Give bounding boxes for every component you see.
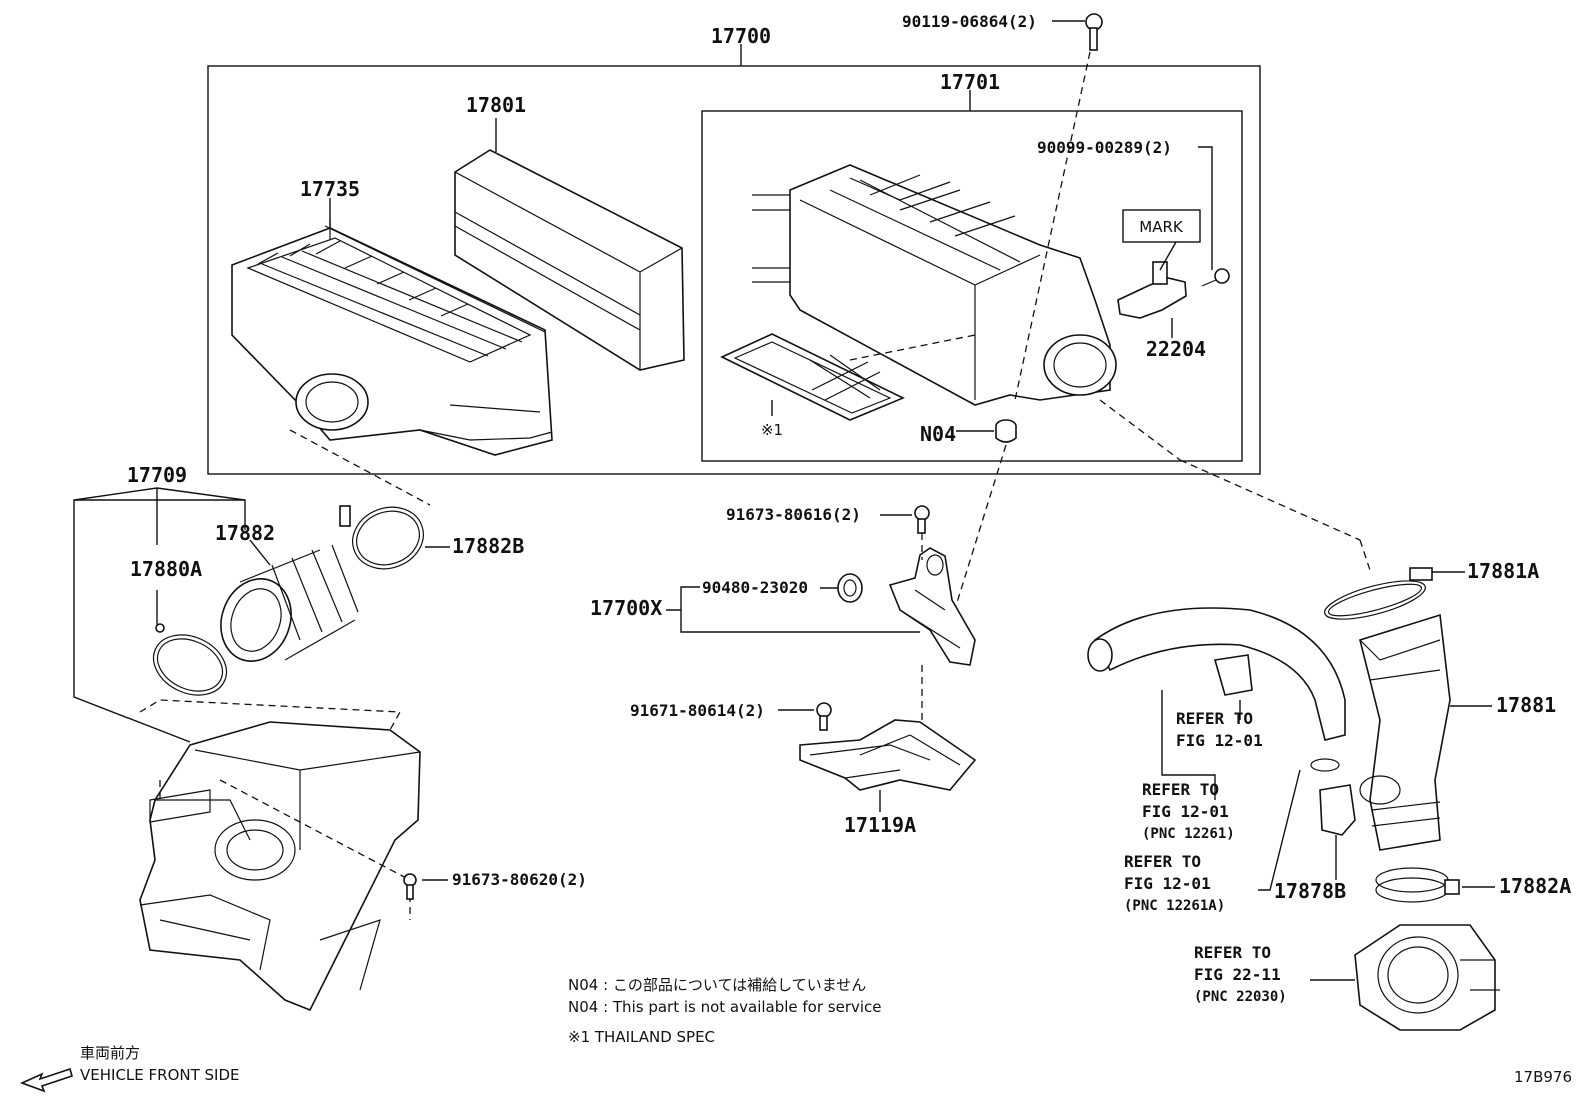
union-17878b bbox=[1310, 758, 1356, 836]
label-90480-23020: 90480-23020 bbox=[702, 578, 808, 597]
frame-17701 bbox=[701, 110, 1243, 462]
air-cleaner-bracket-assembly bbox=[139, 721, 421, 1012]
label-91671-80614: 91671-80614(2) bbox=[630, 701, 765, 720]
note-n04-en: N04 : This part is not available for ser… bbox=[568, 998, 882, 1016]
mark-box bbox=[1122, 209, 1201, 243]
throttle-body bbox=[1354, 924, 1500, 1031]
pcv-hose bbox=[1087, 607, 1346, 741]
bracket-17700x bbox=[888, 547, 976, 666]
svg-text:FIG 12-01: FIG 12-01 bbox=[1142, 802, 1229, 821]
front-side-jp: 車両前方 bbox=[80, 1044, 140, 1062]
hose-clamp-17880a bbox=[152, 623, 228, 696]
figure-code: 17B976 bbox=[1514, 1068, 1572, 1086]
label-17882b: 17882B bbox=[452, 534, 524, 558]
svg-text:REFER TO: REFER TO bbox=[1142, 780, 1219, 799]
air-cleaner-case-upper bbox=[752, 164, 1117, 406]
screw-90099-icon bbox=[1201, 268, 1230, 287]
svg-text:FIG 12-01: FIG 12-01 bbox=[1176, 731, 1263, 750]
label-17119a: 17119A bbox=[844, 813, 916, 837]
grommet-n04 bbox=[995, 419, 1017, 443]
label-91673-80620: 91673-80620(2) bbox=[452, 870, 587, 889]
label-91673-80616: 91673-80616(2) bbox=[726, 505, 861, 524]
label-17882: 17882 bbox=[215, 521, 275, 545]
frame-17700 bbox=[207, 65, 1261, 475]
front-side-en: VEHICLE FRONT SIDE bbox=[80, 1066, 240, 1084]
note-n04-jp: N04 : この部品については補給していません bbox=[568, 976, 866, 994]
svg-text:REFER TO: REFER TO bbox=[1194, 943, 1271, 962]
label-17882a: 17882A bbox=[1499, 874, 1571, 898]
svg-text:FIG 22-11: FIG 22-11 bbox=[1194, 965, 1281, 984]
svg-text:FIG 12-01: FIG 12-01 bbox=[1124, 874, 1211, 893]
label-17735: 17735 bbox=[300, 177, 360, 201]
label-17801: 17801 bbox=[466, 93, 526, 117]
intake-duct-17881 bbox=[1359, 613, 1451, 851]
label-17881: 17881 bbox=[1496, 693, 1556, 717]
label-90099-00289: 90099-00289(2) bbox=[1037, 138, 1172, 157]
label-17700x: 17700X bbox=[590, 596, 662, 620]
svg-text:REFER TO: REFER TO bbox=[1176, 709, 1253, 728]
hose-clamp-17881a bbox=[1324, 567, 1433, 620]
hose-clamp-17882a bbox=[1375, 867, 1460, 903]
screw-90119-icon bbox=[1085, 13, 1103, 51]
bolt-91673-80620-icon bbox=[403, 873, 417, 900]
note-thailand-spec: ※1 THAILAND SPEC bbox=[568, 1028, 715, 1046]
air-flow-sensor bbox=[1117, 261, 1187, 319]
svg-text:(PNC 12261A): (PNC 12261A) bbox=[1124, 898, 1225, 914]
svg-text:(PNC 12261): (PNC 12261) bbox=[1142, 826, 1235, 842]
grommet-90480 bbox=[837, 573, 863, 603]
label-mark: MARK bbox=[1139, 218, 1184, 236]
vehicle-front-arrow-icon bbox=[19, 1067, 73, 1093]
air-filter-element bbox=[454, 149, 685, 371]
label-17709: 17709 bbox=[127, 463, 187, 487]
svg-text:(PNC 22030): (PNC 22030) bbox=[1194, 989, 1287, 1005]
insulator-17119a bbox=[799, 719, 977, 791]
bolt-91671-80614-icon bbox=[816, 702, 832, 731]
label-17700: 17700 bbox=[711, 24, 771, 48]
hose-clamp-17882b bbox=[339, 505, 424, 570]
refer-block-3: REFER TO FIG 12-01 (PNC 12261A) bbox=[1124, 852, 1225, 914]
label-22204: 22204 bbox=[1146, 337, 1206, 361]
thailand-spec-filter bbox=[720, 333, 905, 421]
label-17880a: 17880A bbox=[130, 557, 202, 581]
label-17881a: 17881A bbox=[1467, 559, 1539, 583]
label-n04: N04 bbox=[920, 422, 956, 446]
refer-block-4: REFER TO FIG 22-11 (PNC 22030) bbox=[1194, 943, 1287, 1005]
label-90119-06864: 90119-06864(2) bbox=[902, 12, 1037, 31]
refer-block-1: REFER TO FIG 12-01 bbox=[1176, 709, 1263, 750]
bolt-91673-80616-icon bbox=[914, 505, 930, 534]
label-17878b: 17878B bbox=[1274, 879, 1346, 903]
refer-block-2: REFER TO FIG 12-01 (PNC 12261) bbox=[1142, 780, 1235, 842]
svg-text:REFER TO: REFER TO bbox=[1124, 852, 1201, 871]
intake-hose-17882 bbox=[220, 544, 359, 662]
label-thai-spec-mark: ※1 bbox=[761, 421, 783, 439]
label-17701: 17701 bbox=[940, 70, 1000, 94]
